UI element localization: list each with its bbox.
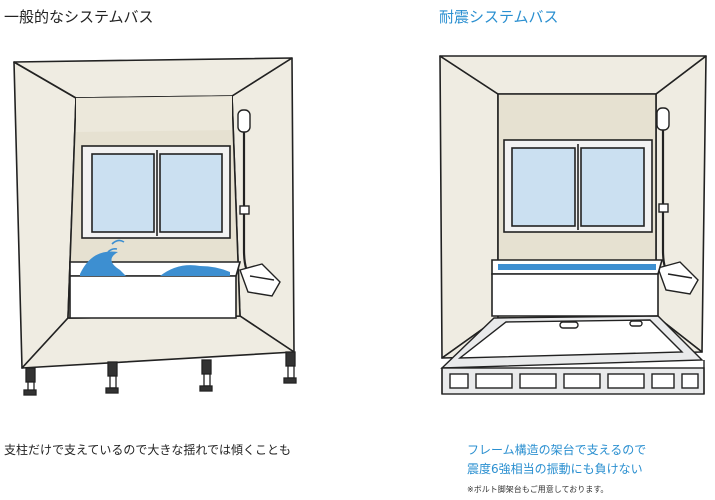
- support-post: [105, 361, 119, 394]
- support-post: [283, 351, 297, 384]
- support-post: [23, 367, 37, 396]
- window: [81, 145, 231, 239]
- left-caption: 支柱だけで支えているので大きな揺れでは傾くことも: [4, 443, 292, 457]
- left-wall: [439, 55, 499, 359]
- water-wave-left: [80, 251, 126, 276]
- right-caption: フレーム構造の架台で支えるので 震度6強相当の振動にも負けない: [467, 441, 646, 479]
- footnote: ※ボルト脚架台もご用意しております。: [467, 485, 609, 494]
- support-post: [199, 359, 213, 392]
- water-splash: [107, 239, 125, 253]
- right-title: 耐震システムバス: [439, 8, 559, 26]
- support-frame: [440, 315, 705, 395]
- right-caption-line2: 震度6強相当の振動にも負けない: [467, 462, 643, 476]
- window: [503, 139, 653, 233]
- conventional-bath-illustration: [13, 57, 297, 396]
- support-posts: [23, 351, 297, 396]
- right-caption-line1: フレーム構造の架台で支えるので: [467, 443, 647, 457]
- back-wall-upper: [76, 96, 232, 132]
- water-wave-right: [160, 265, 230, 276]
- seismic-bath-illustration: [439, 55, 707, 395]
- right-wall: [231, 57, 295, 353]
- shower-fixture: [656, 107, 699, 295]
- bathtub: [69, 239, 242, 319]
- calm-water: [498, 264, 656, 270]
- shower-fixture: [237, 109, 281, 297]
- left-title: 一般的なシステムバス: [4, 8, 154, 26]
- bathtub: [491, 259, 664, 317]
